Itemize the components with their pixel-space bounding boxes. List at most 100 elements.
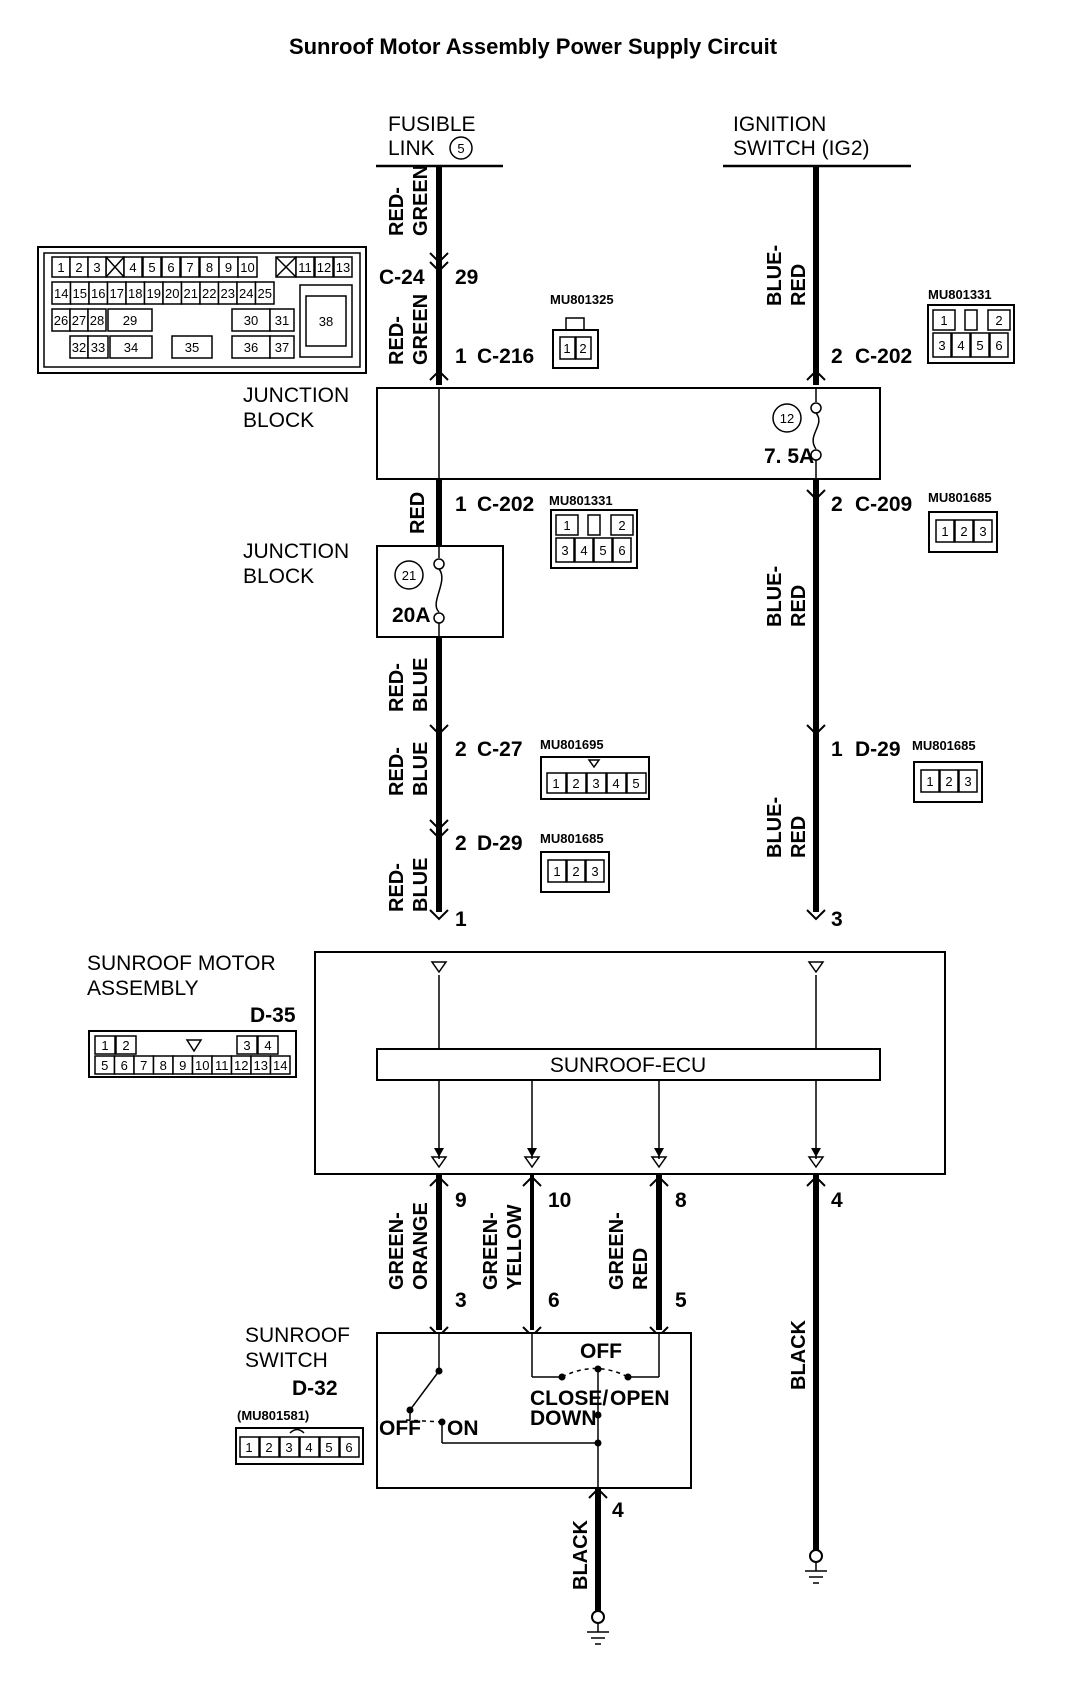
svg-text:RED: RED xyxy=(407,492,429,534)
svg-text:YELLOW: YELLOW xyxy=(504,1204,526,1290)
svg-text:6: 6 xyxy=(345,1440,352,1455)
svg-text:MU801685: MU801685 xyxy=(928,490,992,505)
svg-text:LINK: LINK xyxy=(388,137,435,160)
svg-text:RED-: RED- xyxy=(386,747,408,796)
svg-text:RED: RED xyxy=(788,816,810,858)
svg-text:4: 4 xyxy=(305,1440,312,1455)
svg-text:MU801685: MU801685 xyxy=(912,738,976,753)
svg-text:SUNROOF: SUNROOF xyxy=(245,1324,350,1347)
switch-pin-5: 5 xyxy=(675,1289,687,1312)
svg-text:JUNCTION: JUNCTION xyxy=(243,384,349,407)
d35-pin: 9 xyxy=(179,1058,186,1073)
svg-text:MU801331: MU801331 xyxy=(549,493,613,508)
big-connector-pin: 16 xyxy=(91,286,105,301)
switch-close-label: CLOSE/ xyxy=(530,1387,608,1410)
svg-text:3: 3 xyxy=(938,338,945,353)
switch-off-right: OFF xyxy=(580,1340,622,1363)
d35-pin: 11 xyxy=(215,1058,229,1073)
big-connector-pin: 38 xyxy=(319,314,333,329)
d35-pin: 7 xyxy=(140,1058,147,1073)
big-connector-pin: 32 xyxy=(72,340,86,355)
sunroof-ecu-label: SUNROOF-ECU xyxy=(550,1054,706,1077)
d35-pin: 13 xyxy=(254,1058,268,1073)
svg-text:1: 1 xyxy=(552,776,559,791)
big-connector-pin: 15 xyxy=(73,286,87,301)
d35-label: D-35 xyxy=(250,1004,296,1027)
svg-text:JUNCTION: JUNCTION xyxy=(243,540,349,563)
svg-text:ORANGE: ORANGE xyxy=(410,1202,432,1290)
d35-pin: 6 xyxy=(121,1058,128,1073)
svg-text:RED-: RED- xyxy=(386,863,408,912)
svg-text:BLUE-: BLUE- xyxy=(764,245,786,306)
sunroof-motor-assembly: SUNROOF MOTOR ASSEMBLY D-35 SUNROOF-ECU xyxy=(87,951,946,1175)
svg-text:6: 6 xyxy=(618,543,625,558)
big-connector-pin: 27 xyxy=(72,313,86,328)
svg-text:2: 2 xyxy=(960,524,967,539)
svg-text:1: 1 xyxy=(553,864,560,879)
big-connector-pin: 2 xyxy=(75,260,82,275)
c216-label: C-216 xyxy=(477,345,534,368)
svg-text:4: 4 xyxy=(957,338,964,353)
svg-text:BLUE: BLUE xyxy=(410,658,432,712)
big-connector-pin: 12 xyxy=(317,260,331,275)
c209-label: C-209 xyxy=(855,493,912,516)
svg-text:SWITCH (IG2): SWITCH (IG2) xyxy=(733,137,870,160)
svg-text:4: 4 xyxy=(264,1038,271,1053)
c202-mid-pin: 1 xyxy=(455,493,467,516)
big-connector-pin: 35 xyxy=(185,340,199,355)
d32-label: D-32 xyxy=(292,1377,338,1400)
switch-on-label: ON xyxy=(447,1417,479,1440)
ignition-switch-header: IGNITION SWITCH (IG2) xyxy=(723,113,911,168)
wire-labels-lower: GREEN- ORANGE GREEN- YELLOW GREEN- RED B… xyxy=(386,1202,810,1390)
big-connector-pin: 29 xyxy=(123,313,137,328)
big-connector-pin: 8 xyxy=(206,260,213,275)
svg-text:3: 3 xyxy=(591,864,598,879)
svg-text:GREEN-: GREEN- xyxy=(606,1212,628,1290)
svg-text:3: 3 xyxy=(243,1038,250,1053)
c27-connector-icon: MU801695 1 2 3 4 5 xyxy=(540,737,650,800)
d29-left-pin: 2 xyxy=(455,832,467,855)
motor-pin-1: 1 xyxy=(455,908,467,931)
svg-text:FUSIBLE: FUSIBLE xyxy=(388,113,476,136)
svg-text:5: 5 xyxy=(457,141,464,156)
c202-mid-connector-icon: MU801331 1 2 3 4 5 6 xyxy=(549,493,638,569)
svg-text:2: 2 xyxy=(618,518,625,533)
svg-text:1: 1 xyxy=(941,524,948,539)
big-connector-pin: 31 xyxy=(275,313,289,328)
svg-text:SWITCH: SWITCH xyxy=(245,1349,328,1372)
svg-text:SUNROOF MOTOR: SUNROOF MOTOR xyxy=(87,952,276,975)
svg-text:5: 5 xyxy=(632,776,639,791)
d35-pin: 14 xyxy=(273,1058,287,1073)
d32-connector-icon: 1 2 3 4 5 6 xyxy=(235,1427,364,1465)
switch-pin-4: 4 xyxy=(612,1499,624,1522)
svg-text:2: 2 xyxy=(579,341,586,356)
big-connector-pin: 28 xyxy=(90,313,104,328)
svg-text:RED-: RED- xyxy=(386,316,408,365)
svg-text:BLOCK: BLOCK xyxy=(243,409,314,432)
big-connector-pin: 14 xyxy=(54,286,68,301)
c202-top-label: C-202 xyxy=(855,345,912,368)
fuse-21-number: 21 xyxy=(402,568,416,583)
svg-text:BLACK: BLACK xyxy=(788,1319,810,1390)
big-connector-pin: 5 xyxy=(148,260,155,275)
svg-text:RED-: RED- xyxy=(386,663,408,712)
svg-text:1: 1 xyxy=(926,774,933,789)
svg-text:BLOCK: BLOCK xyxy=(243,565,314,588)
c27-pin: 2 xyxy=(455,738,467,761)
junction-block-lower: JUNCTION BLOCK 21 20A xyxy=(243,540,504,638)
d29-right-connector-icon: MU801685 1 2 3 xyxy=(912,738,983,803)
svg-text:GREEN-: GREEN- xyxy=(480,1212,502,1290)
svg-text:ASSEMBLY: ASSEMBLY xyxy=(87,977,199,1000)
svg-text:1: 1 xyxy=(563,341,570,356)
big-connector-pin: 11 xyxy=(298,260,312,275)
switch-pin-3: 3 xyxy=(455,1289,467,1312)
c202-top-pin: 2 xyxy=(831,345,843,368)
big-connector-pin: 33 xyxy=(91,340,105,355)
svg-text:1: 1 xyxy=(563,518,570,533)
c27-label: C-27 xyxy=(477,738,523,761)
big-connector-pin: 34 xyxy=(124,340,138,355)
big-connector-pin: 36 xyxy=(244,340,258,355)
big-connector-pin: 23 xyxy=(221,286,235,301)
big-connector-pin: 24 xyxy=(239,286,253,301)
